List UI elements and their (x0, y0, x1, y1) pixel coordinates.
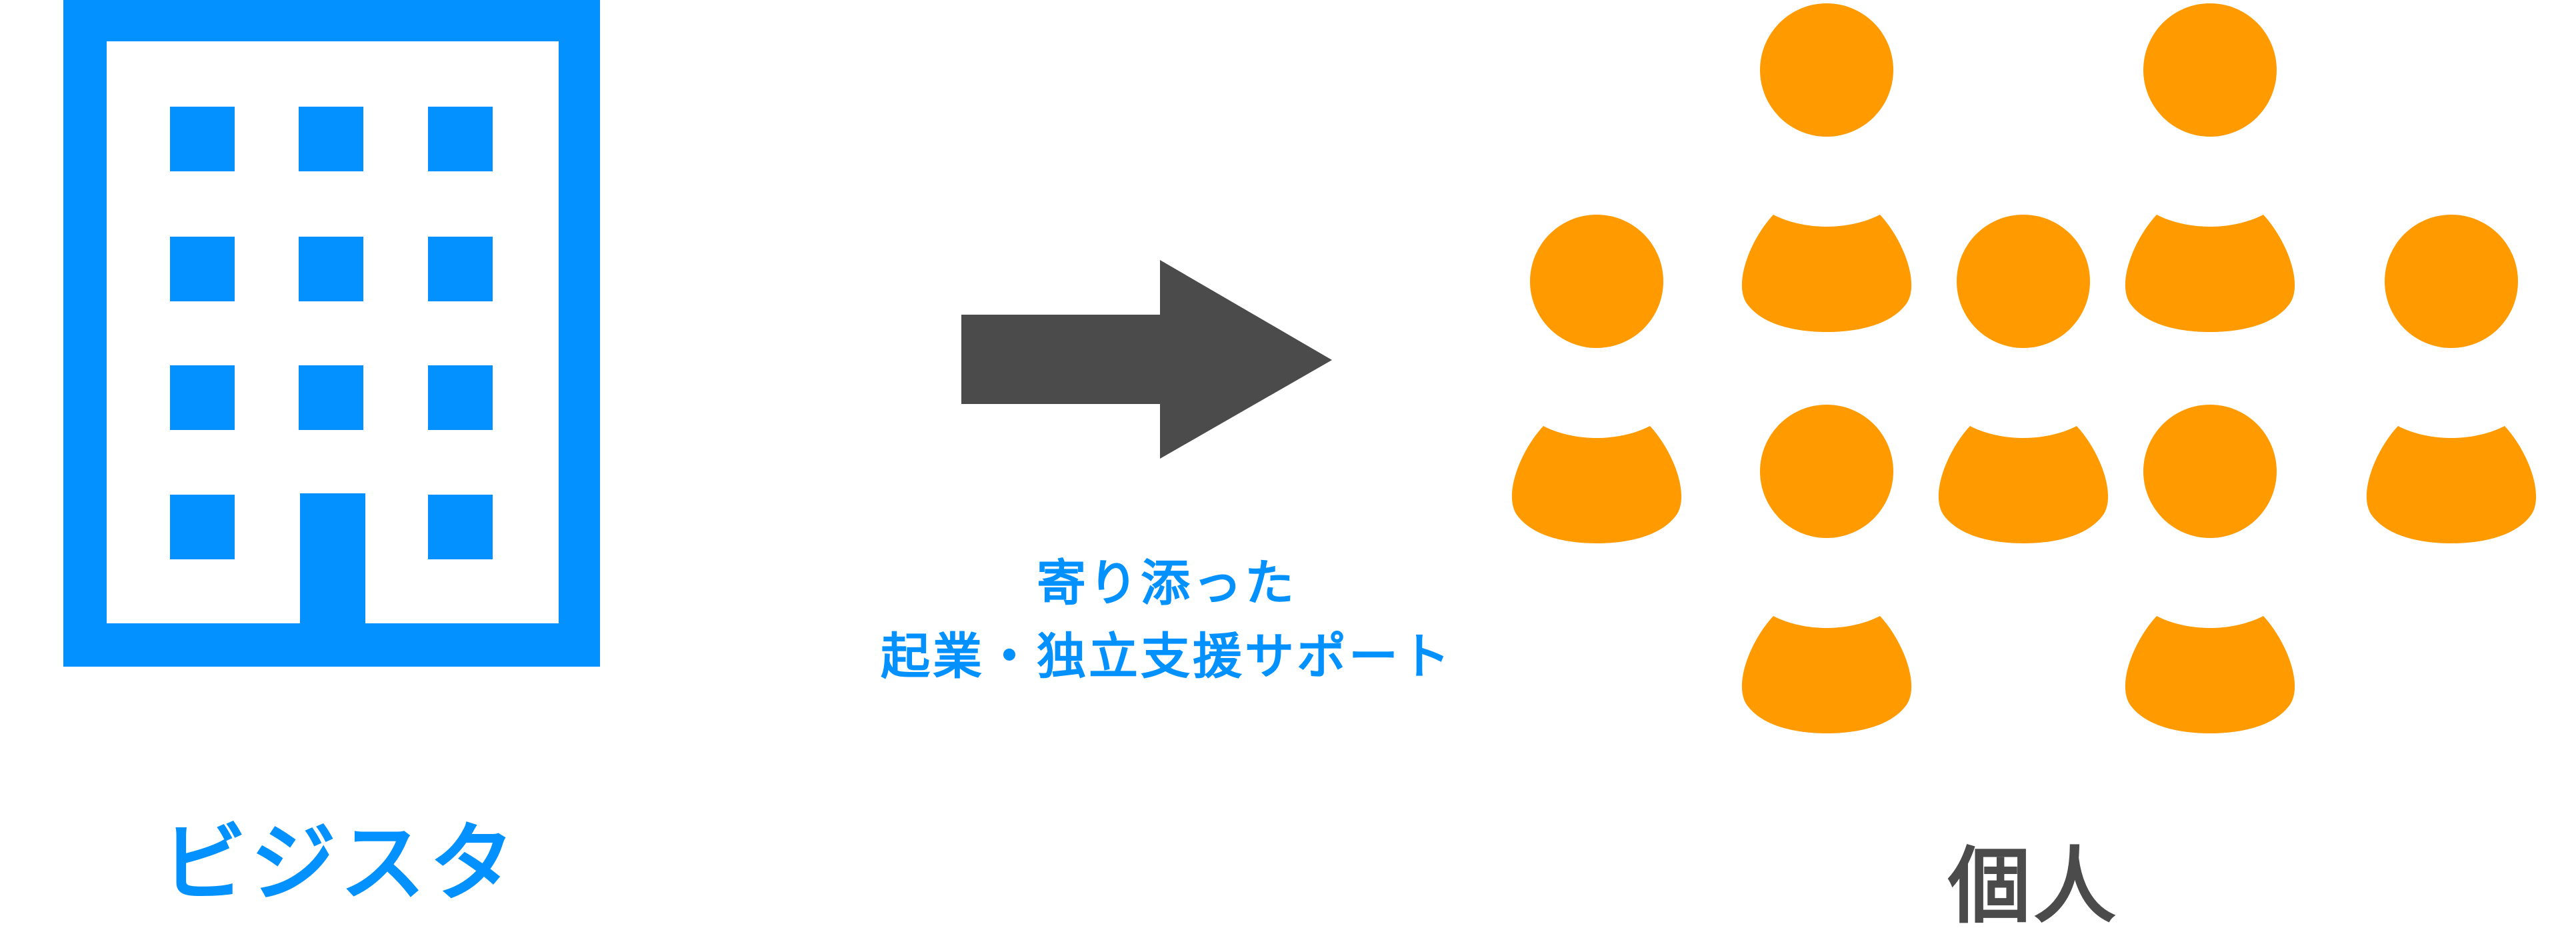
building-windows (170, 107, 493, 559)
person-body (2366, 426, 2537, 543)
building-window (170, 495, 235, 559)
person-head (1760, 405, 1893, 538)
person-body (1741, 215, 1912, 332)
right-arrow-icon (961, 260, 1332, 459)
individuals-label: 個人 (1947, 839, 2119, 935)
person-head (2385, 215, 2518, 348)
building-window (299, 107, 363, 171)
person-icon (2125, 405, 2295, 733)
person-head (2143, 405, 2277, 538)
building-window (299, 237, 363, 301)
person-icon (1741, 3, 1912, 332)
person-body (1511, 426, 1682, 543)
person-head (2143, 3, 2277, 137)
person-icon (1938, 215, 2109, 543)
person-body (1741, 616, 1912, 733)
person-icon (1741, 405, 1912, 733)
building-window (299, 365, 363, 430)
company-name: ビジスタ (161, 814, 519, 913)
building-frame (63, 0, 600, 667)
people-group (1511, 3, 2537, 733)
person-head (1957, 215, 2090, 348)
person-body (1938, 426, 2109, 543)
office-building-icon (63, 0, 600, 667)
building-window (428, 495, 493, 559)
person-head (1760, 3, 1893, 137)
person-body (2125, 215, 2295, 332)
person-icon (2366, 215, 2537, 543)
building-window (170, 237, 235, 301)
building-window (170, 107, 235, 171)
support-caption-line-2: 起業・独立支援サポート (881, 628, 1453, 685)
person-head (1530, 215, 1663, 348)
person-icon (1511, 215, 1682, 543)
support-caption-line-1: 寄り添った (1037, 555, 1297, 612)
person-body (2125, 616, 2295, 733)
person-icon (2125, 3, 2295, 332)
building-window (428, 365, 493, 430)
building-window (170, 365, 235, 430)
building-window (428, 107, 493, 171)
building-window (428, 237, 493, 301)
